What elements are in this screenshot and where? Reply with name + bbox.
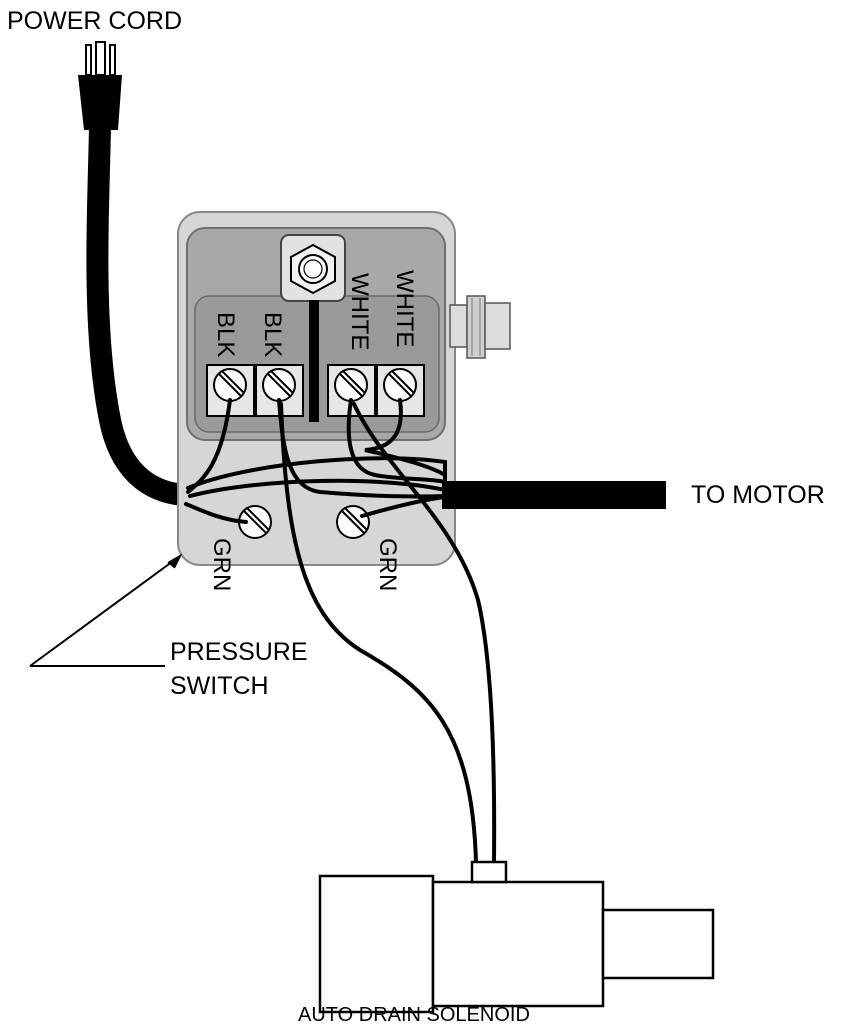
screw-icon [213,368,247,402]
ground-screw-right [336,505,370,539]
adjustment-nut [280,234,346,422]
auto-drain-solenoid-label: AUTO DRAIN SOLENOID [298,1004,530,1025]
grn-label-right: GRN [374,538,401,591]
to-motor-label: TO MOTOR [691,481,825,509]
auto-drain-solenoid [318,860,715,1014]
power-cord-label: POWER CORD [7,7,182,35]
screw-icon [383,368,417,402]
terminal-label-white-1: WHITE [346,273,373,350]
ground-screw-left [238,505,272,539]
pressure-switch-label-line1: PRESSURE [170,638,308,666]
screw-icon [262,368,296,402]
terminal-label-white-2: WHITE [391,270,418,347]
terminal-label-blk-2: BLK [259,312,286,357]
motor-cable [442,481,666,509]
power-cord-cable [86,117,195,506]
pressure-switch-label-line2: SWITCH [170,672,269,700]
terminal-label-blk-1: BLK [212,312,239,357]
pressure-switch-pointer [29,553,183,667]
power-plug [78,41,122,130]
screw-icon [334,368,368,402]
terminal-screws [213,368,417,402]
wires [184,398,497,864]
grn-label-left: GRN [208,538,235,591]
